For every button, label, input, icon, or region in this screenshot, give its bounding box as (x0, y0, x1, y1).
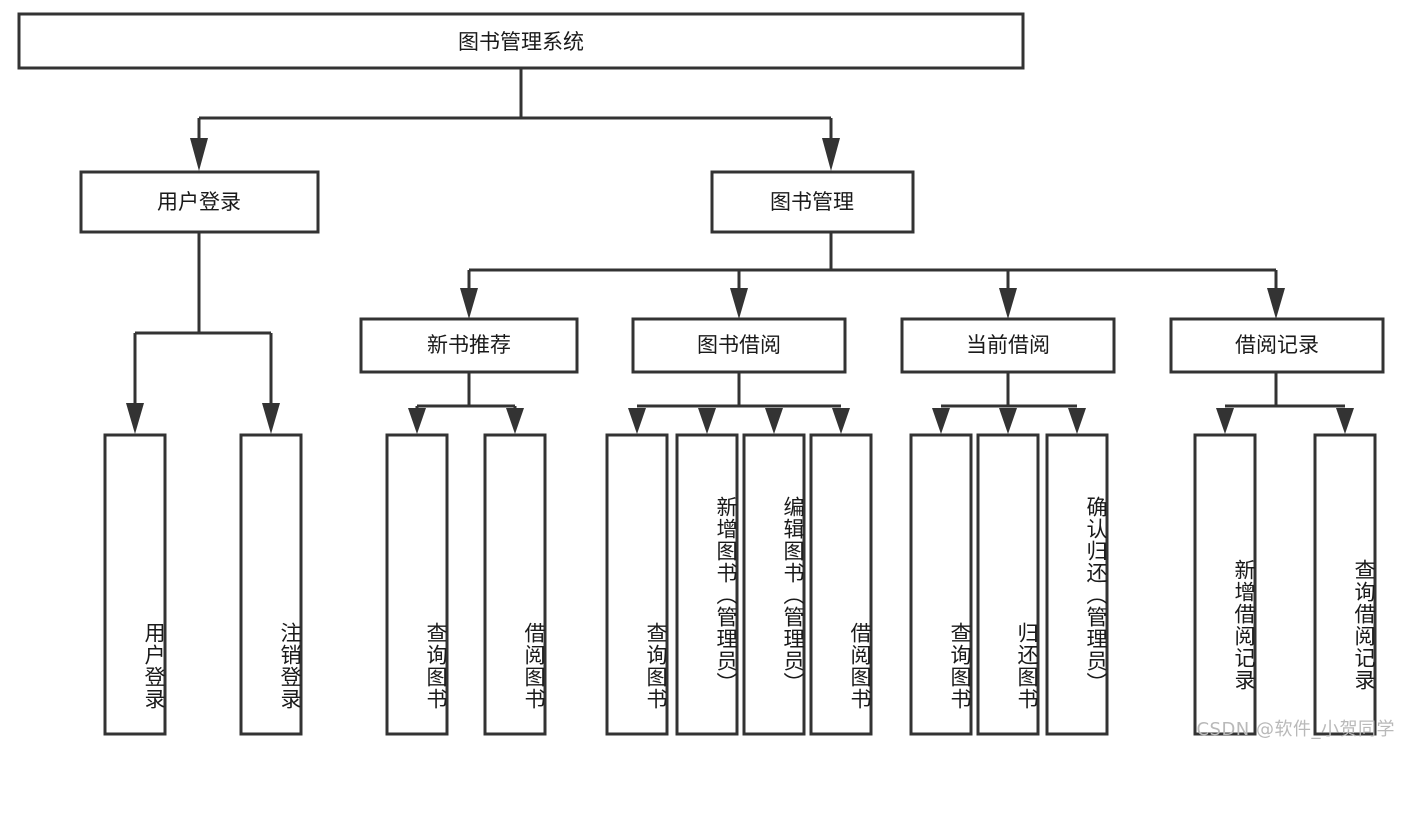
node-leaf-recommend-query-book[interactable] (385, 433, 449, 736)
node-root-label: 图书管理系统 (458, 30, 584, 54)
node-leaf-current-return-book[interactable] (976, 433, 1040, 736)
arrow-head-recommend-query-book (408, 408, 426, 434)
node-book-borrow[interactable] (631, 317, 847, 374)
node-leaf-record-query[interactable] (1313, 433, 1377, 736)
connectors (126, 68, 1354, 434)
arrow-head-current-confirm-return (1068, 408, 1086, 434)
arrow-head-recommend-borrow-book (506, 408, 524, 434)
node-leaf-record-add[interactable] (1193, 433, 1257, 736)
arrow-head-borrow-edit-book (765, 408, 783, 434)
node-borrow-record-label: 借阅记录 (1235, 333, 1319, 357)
node-leaf-user-login[interactable] (103, 433, 167, 736)
node-leaf-borrow-edit-book[interactable] (742, 433, 806, 736)
arrow-head-record-add (1216, 408, 1234, 434)
node-leaf-current-confirm-return[interactable] (1045, 433, 1109, 736)
arrow-head-borrow-add-book (698, 408, 716, 434)
node-leaf-recommend-borrow-book[interactable] (483, 433, 547, 736)
watermark-text: CSDN @软件_小贺同学 (1196, 719, 1395, 740)
node-book-management[interactable] (710, 170, 915, 234)
node-book-management-label: 图书管理 (770, 190, 854, 214)
arrow-head-borrow-record (1267, 288, 1285, 319)
arrow-head-book-mgmt (822, 138, 840, 171)
nodes: 图书管理系统 用户登录 图书管理 新书推荐 图书借阅 当前借阅 借阅记录 (17, 12, 1385, 736)
flowchart-canvas: 图书管理系统 用户登录 图书管理 新书推荐 图书借阅 当前借阅 借阅记录 (17, 12, 1395, 740)
node-leaf-borrow-borrow-book[interactable] (809, 433, 873, 736)
arrow-head-book-borrow (730, 288, 748, 319)
flowchart-svg: 图书管理系统 用户登录 图书管理 新书推荐 图书借阅 当前借阅 借阅记录 (17, 12, 1385, 736)
arrow-head-current-query-book (932, 408, 950, 434)
arrow-head-new-book-recommend (460, 288, 478, 319)
node-book-borrow-label: 图书借阅 (697, 333, 781, 357)
arrow-head-borrow-query-book (628, 408, 646, 434)
arrow-head-user-login (190, 138, 208, 171)
node-current-borrow-label: 当前借阅 (966, 333, 1050, 357)
node-user-login[interactable] (79, 170, 320, 234)
arrow-head-leaf-user-login (126, 403, 144, 434)
node-current-borrow[interactable] (900, 317, 1116, 374)
node-leaf-current-query-book[interactable] (909, 433, 973, 736)
node-leaf-borrow-add-book[interactable] (675, 433, 739, 736)
arrow-head-record-query (1336, 408, 1354, 434)
node-leaf-borrow-query-book[interactable] (605, 433, 669, 736)
arrow-head-current-return-book (999, 408, 1017, 434)
arrow-head-borrow-borrow-book (832, 408, 850, 434)
node-new-book-recommend[interactable] (359, 317, 579, 374)
arrow-head-current-borrow (999, 288, 1017, 319)
node-new-book-recommend-label: 新书推荐 (427, 333, 511, 357)
node-root[interactable] (17, 12, 1025, 70)
arrow-head-leaf-logout (262, 403, 280, 434)
node-leaf-logout[interactable] (239, 433, 303, 736)
node-user-login-label: 用户登录 (157, 190, 241, 214)
node-borrow-record[interactable] (1169, 317, 1385, 374)
